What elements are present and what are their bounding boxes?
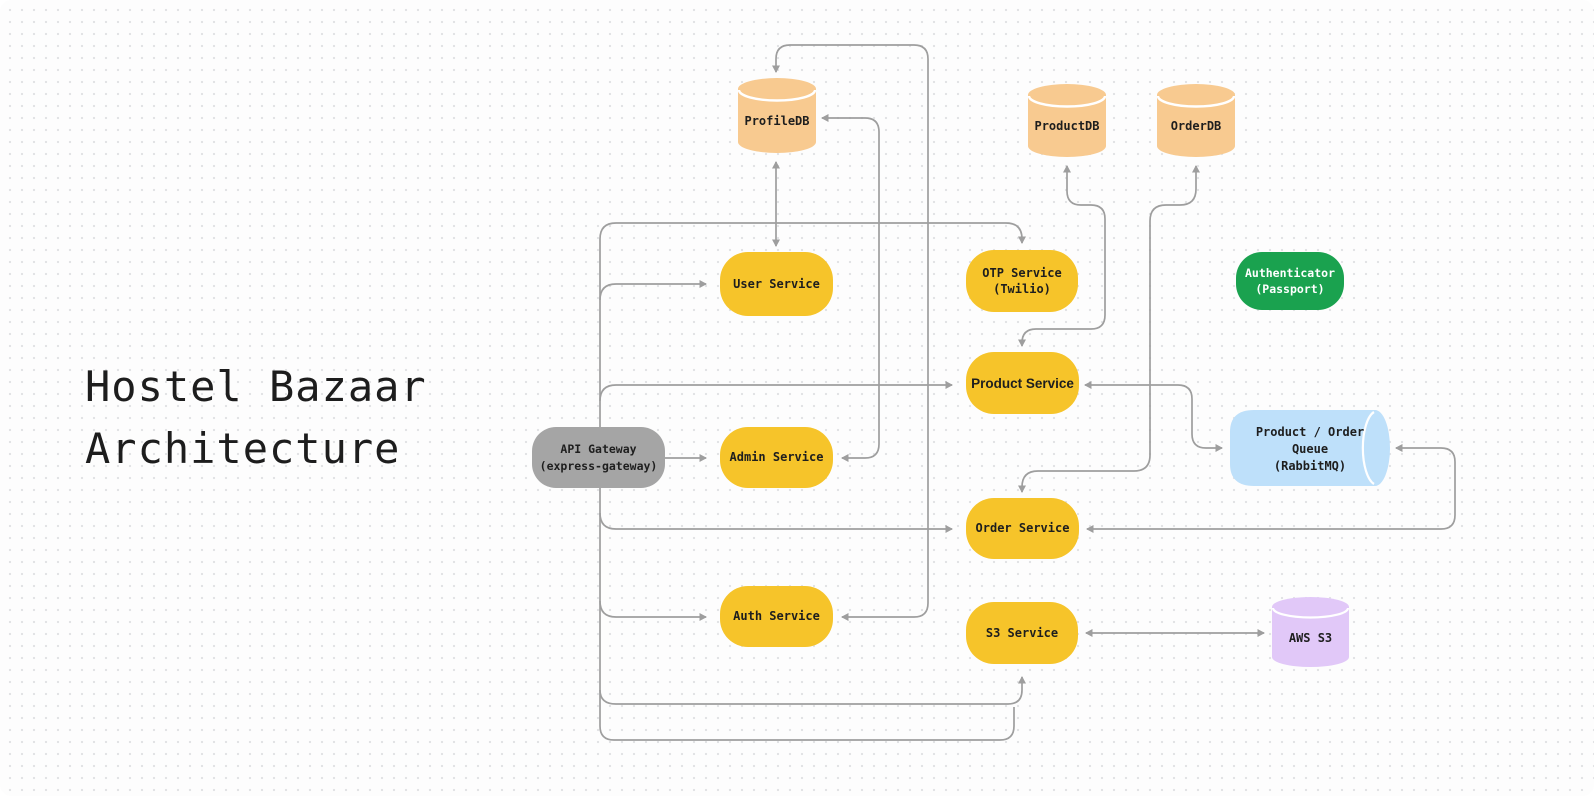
node-label: Admin Service xyxy=(729,450,824,465)
node-order-service: Order Service xyxy=(966,498,1079,559)
title-line-2: Architecture xyxy=(85,424,401,473)
edge-api-gateway-product-service xyxy=(599,381,953,402)
node-productdb: ProductDB xyxy=(1028,84,1106,158)
node-queue: Product / Order Queue (RabbitMQ) xyxy=(1230,410,1390,486)
node-label: ProductDB xyxy=(1034,119,1100,133)
node-aws-s3: AWS S3 xyxy=(1272,597,1349,668)
node-s3-service: S3 Service xyxy=(966,602,1078,664)
database-cylinder-icon xyxy=(1028,84,1106,157)
node-label: OrderDB xyxy=(1170,119,1222,133)
edge-product-service-queue xyxy=(1084,381,1223,452)
edge-api-gateway-s3-service-outer-rail xyxy=(599,707,1015,741)
node-label: Product / Order Queue (RabbitMQ) xyxy=(1255,424,1365,473)
node-orderdb: OrderDB xyxy=(1157,84,1235,158)
node-label: ProfileDB xyxy=(744,114,810,128)
node-label: API Gateway (express-gateway) xyxy=(539,442,658,473)
node-label: Auth Service xyxy=(733,609,820,624)
node-label: User Service xyxy=(733,276,820,291)
node-label: Product Service xyxy=(971,375,1074,391)
node-label: AWS S3 xyxy=(1288,630,1333,645)
database-cylinder-icon xyxy=(1157,84,1235,157)
node-otp-service: OTP Service (Twilio) xyxy=(966,250,1078,312)
edge-order-service-queue xyxy=(1086,444,1456,533)
node-auth-service: Auth Service xyxy=(720,586,833,647)
edge-order-service-orderdb xyxy=(1018,165,1200,493)
edge-admin-service-profiledb xyxy=(821,114,880,462)
storage-cylinder-icon xyxy=(1272,597,1349,667)
node-label: OTP Service (Twilio) xyxy=(982,265,1062,297)
node-user-service: User Service xyxy=(720,252,833,316)
node-authenticator: Authenticator (Passport) xyxy=(1236,252,1344,310)
node-label: Authenticator (Passport) xyxy=(1244,265,1335,297)
node-product-service: Product Service xyxy=(966,352,1079,414)
node-api-gateway: API Gateway (express-gateway) xyxy=(532,427,665,488)
title-line-1: Hostel Bazaar xyxy=(85,362,427,411)
edge-api-gateway-user-service xyxy=(599,280,707,301)
node-profiledb: ProfileDB xyxy=(738,78,816,154)
node-label: S3 Service xyxy=(985,625,1059,640)
edge-api-gateway-auth-service xyxy=(599,600,707,621)
edge-api-gateway-s3-service xyxy=(599,676,1026,705)
node-admin-service: Admin Service xyxy=(720,427,833,488)
edge-auth-service-profiledb xyxy=(772,44,929,621)
node-label: Order Service xyxy=(975,521,1070,536)
edge-api-gateway-order-service xyxy=(599,512,953,533)
